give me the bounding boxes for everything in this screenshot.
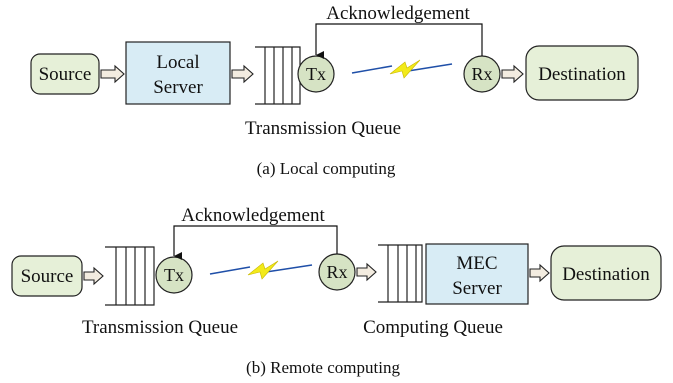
computing-queue-label: Computing Queue	[363, 317, 503, 338]
flow-arrow-icon	[231, 64, 254, 84]
transmission-queue-label: Transmission Queue	[82, 317, 238, 338]
flow-arrow-icon	[356, 262, 377, 282]
tx-label: Tx	[306, 64, 326, 84]
transmission-queue	[255, 46, 301, 105]
wireless-link-icon	[351, 59, 453, 79]
local-server-label-line1: Local	[156, 52, 199, 73]
acknowledgement-label: Acknowledgement	[181, 205, 325, 226]
caption-a: (a) Local computing	[257, 159, 396, 178]
destination-node	[525, 45, 639, 101]
mec-server-node	[425, 243, 529, 305]
transmission-queue-label: Transmission Queue	[245, 118, 401, 139]
destination-label: Destination	[562, 264, 650, 285]
source-label: Source	[39, 64, 92, 85]
destination-label: Destination	[538, 64, 626, 85]
local-server-node	[125, 41, 231, 105]
wireless-link-icon	[209, 260, 313, 280]
local-server-label-line2: Server	[153, 77, 203, 98]
diagram-local-computing: Source Local Server Tx Rx	[30, 3, 639, 178]
source-node	[11, 255, 83, 297]
mec-server-label-line2: Server	[452, 278, 502, 299]
computing-queue	[378, 244, 423, 303]
rx-label: Rx	[471, 64, 492, 84]
destination-node	[550, 245, 662, 301]
rx-label: Rx	[326, 262, 347, 282]
acknowledgement-arrow	[173, 225, 338, 260]
flow-arrow-icon	[100, 64, 125, 84]
source-node	[30, 53, 100, 95]
acknowledgement-label: Acknowledgement	[326, 3, 470, 24]
mec-server-label-line1: MEC	[456, 253, 497, 274]
flow-arrow-icon	[501, 64, 524, 84]
flow-arrow-icon	[529, 263, 550, 283]
transmission-queue	[105, 246, 155, 306]
tx-label: Tx	[164, 265, 184, 285]
diagram-remote-computing: Source Tx Rx Acknowledgement	[11, 205, 662, 377]
acknowledgement-arrow	[315, 23, 483, 59]
caption-b: (b) Remote computing	[246, 358, 400, 377]
flow-arrow-icon	[83, 266, 104, 286]
source-label: Source	[21, 266, 74, 287]
